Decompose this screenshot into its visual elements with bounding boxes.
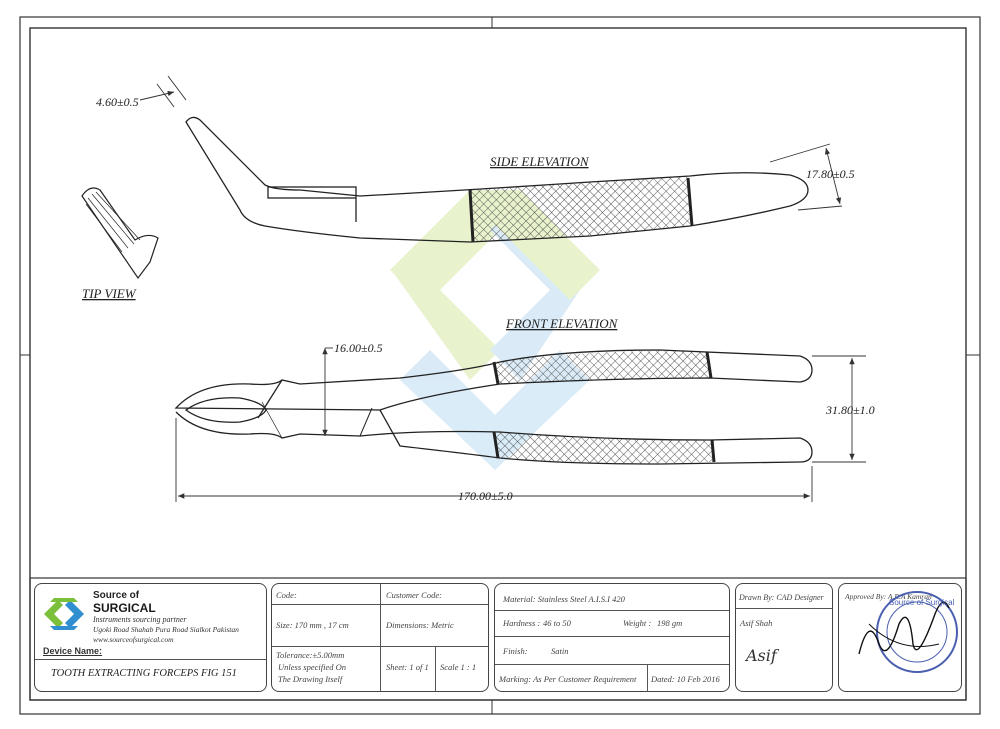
tolerance-line-1: Tolerance:±5.00mm xyxy=(276,650,345,660)
tip-view xyxy=(81,187,159,280)
material-box: Material: Stainless Steel A.I.S.I 420 Ha… xyxy=(494,583,730,692)
dated-value: Dated: 10 Feb 2016 xyxy=(651,674,720,684)
finish-value: Satin xyxy=(551,646,569,656)
company-box: Source of SURGICAL Instruments sourcing … xyxy=(34,583,267,692)
side-elevation-instrument xyxy=(185,116,809,243)
drawn-box: Drawn By: CAD Designer Asif Shah Asif xyxy=(735,583,833,692)
front-elevation-instrument xyxy=(174,349,813,465)
company-tagline: Instruments sourcing partner xyxy=(93,615,187,624)
dim-tip-width: 4.60±0.5 xyxy=(96,95,139,109)
scale-value: Scale 1 : 1 xyxy=(440,662,477,672)
drawn-name: Asif Shah xyxy=(740,618,773,628)
weight-label: Weight : xyxy=(623,618,652,628)
stamp-text: Source of Surgical xyxy=(889,598,955,607)
marking-value: Marking: As Per Customer Requirement xyxy=(499,674,637,684)
customer-code-label: Customer Code: xyxy=(386,590,442,600)
company-website: www.sourceofsurgical.com xyxy=(93,635,174,644)
tip-view-title: TIP VIEW xyxy=(82,286,137,301)
tolerance-line-2: Unless specified On xyxy=(278,662,346,672)
device-name-label: Device Name: xyxy=(43,646,103,656)
finish-label: Finish: xyxy=(503,646,528,656)
approval-stamp xyxy=(858,591,958,673)
company-logo xyxy=(44,598,84,630)
sheet-value: Sheet: 1 of 1 xyxy=(386,662,429,672)
hardness-label: Hardness : xyxy=(503,618,541,628)
signature-scribble xyxy=(858,601,950,655)
tolerance-line-3: The Drawing Itself xyxy=(278,674,343,684)
code-label: Code: xyxy=(276,590,297,600)
company-line1: Source of xyxy=(93,590,140,601)
approved-by: Approved By: A.R.A Kamran xyxy=(845,592,932,601)
title-block-frame xyxy=(29,577,967,701)
company-address: Ugoki Road Shahab Pura Road Sialkot Paki… xyxy=(93,625,239,634)
weight-value: 198 gm xyxy=(657,618,683,628)
device-name: TOOTH EXTRACTING FORCEPS FIG 151 xyxy=(51,668,237,679)
dim-side-height: 17.80±0.5 xyxy=(806,167,855,181)
dim-handle-span: 31.80±1.0 xyxy=(825,403,875,417)
dimension-lines xyxy=(139,75,866,502)
size-value: Size: 170 mm , 17 cm xyxy=(276,620,349,630)
side-elevation-title: SIDE ELEVATION xyxy=(490,154,590,169)
dimensions-value: Dimensions: Metric xyxy=(386,620,454,630)
approved-box: Approved By: A.R.A Kamran Source of Surg… xyxy=(838,583,962,692)
company-line2: SURGICAL xyxy=(93,601,156,615)
hardness-value: 46 to 50 xyxy=(543,618,571,628)
dim-jaw-height: 16.00±0.5 xyxy=(334,341,383,355)
dim-overall-length: 170.00±5.0 xyxy=(458,489,513,503)
material-value: Material: Stainless Steel A.I.S.I 420 xyxy=(503,594,625,604)
drawn-by: Drawn By: CAD Designer xyxy=(739,593,824,602)
outer-border xyxy=(19,16,981,715)
spec-box: Code: Customer Code: Size: 170 mm , 17 c… xyxy=(271,583,489,692)
front-elevation-title: FRONT ELEVATION xyxy=(505,316,619,331)
drawn-signature: Asif xyxy=(746,646,777,665)
